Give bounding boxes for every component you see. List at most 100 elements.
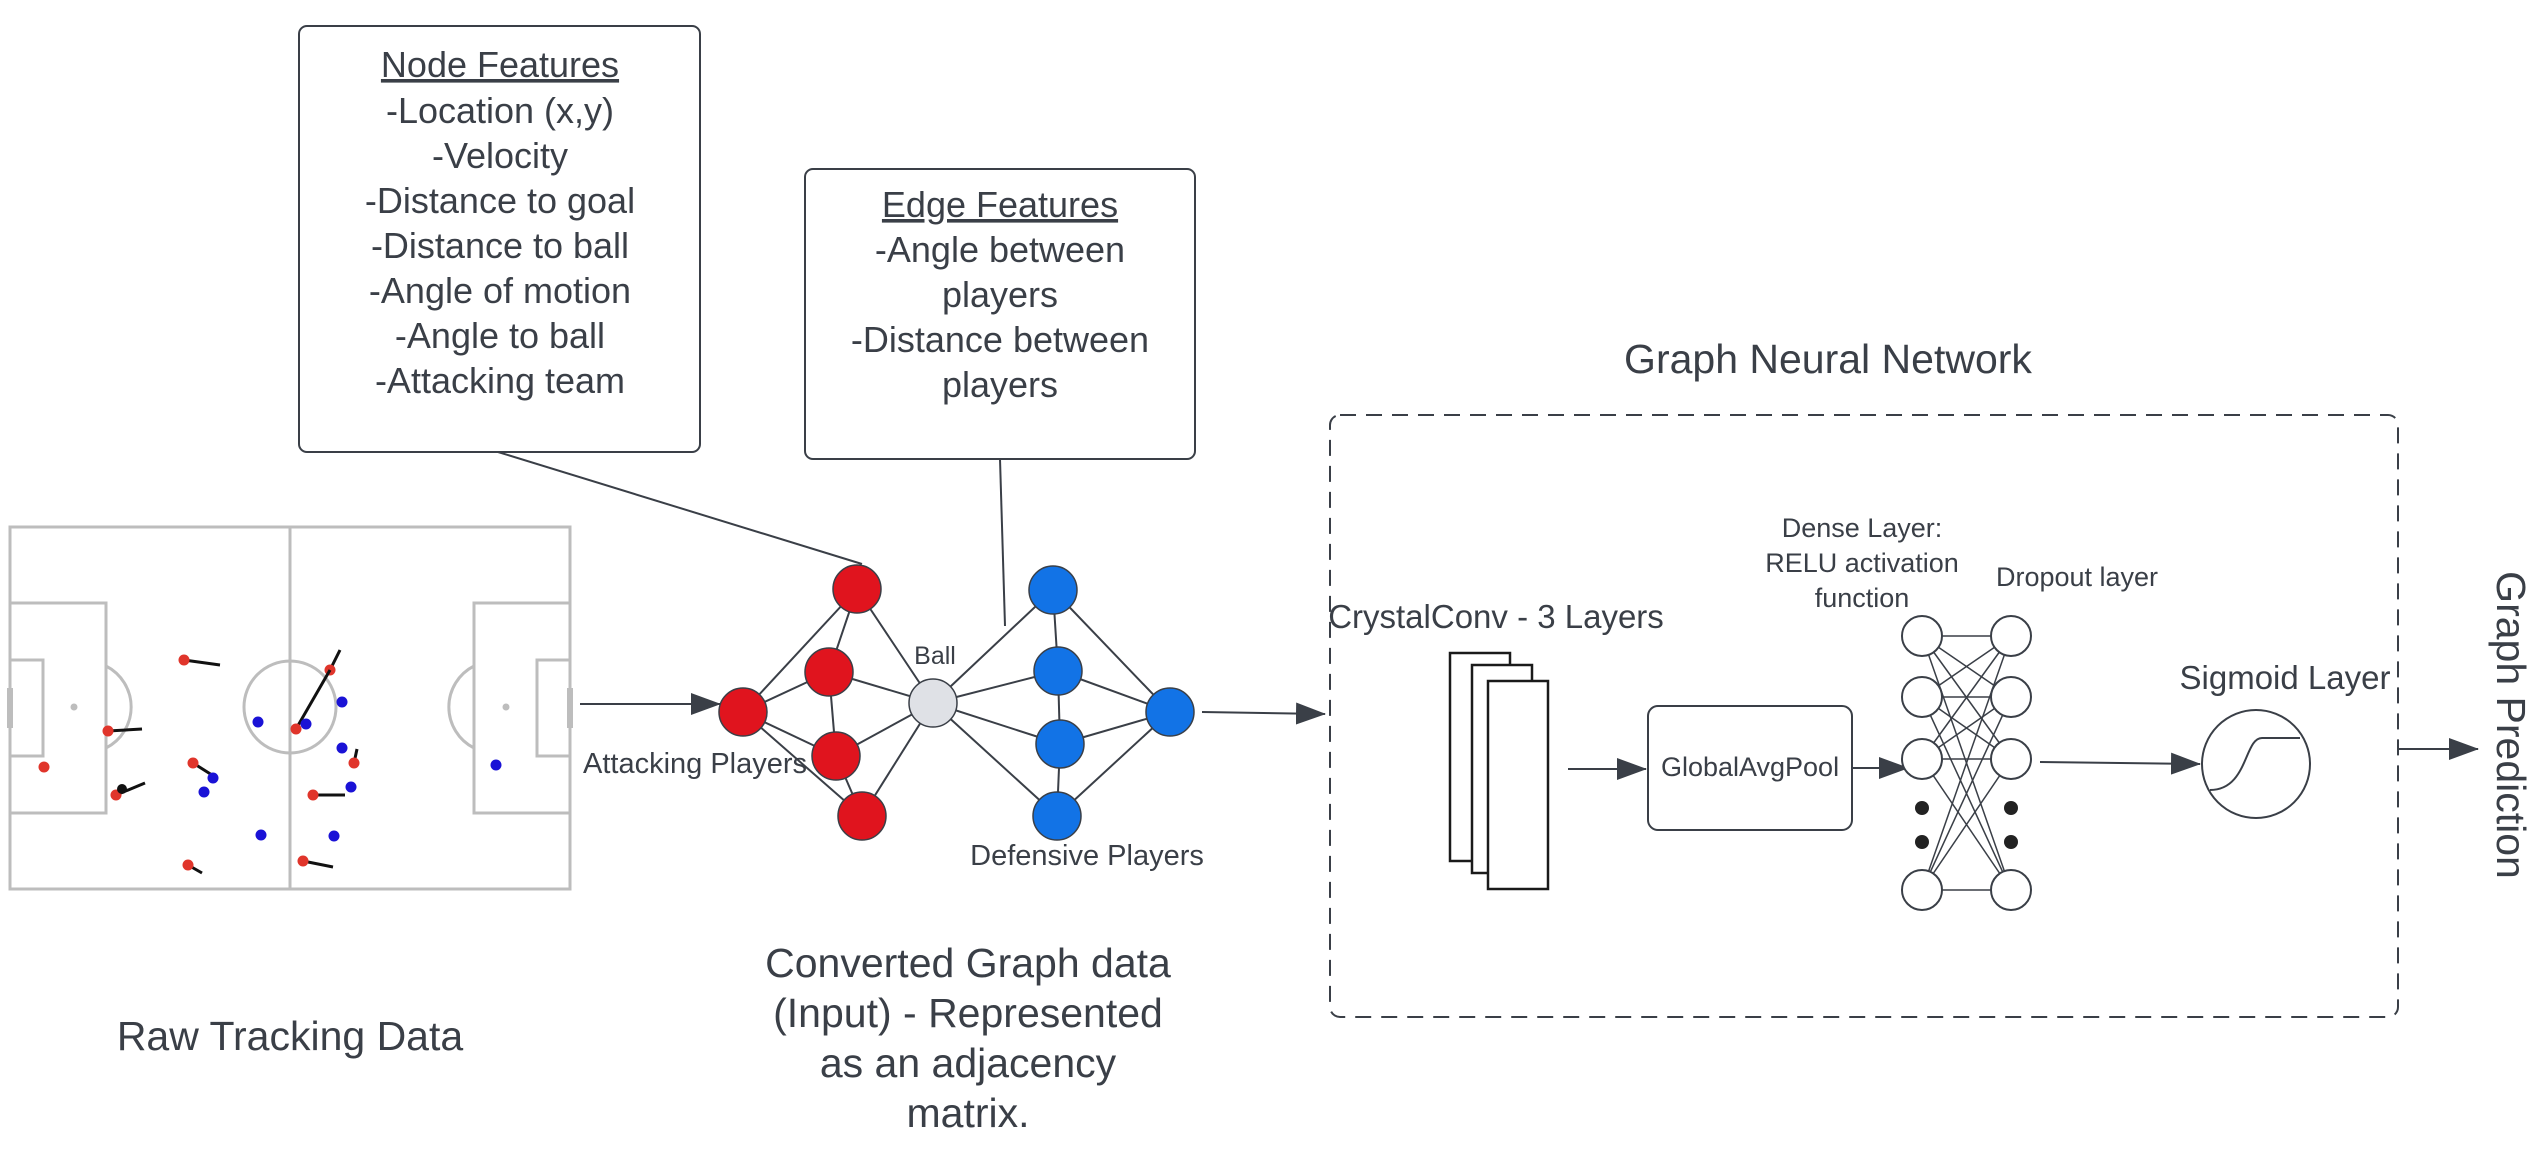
dense-connection: [1921, 635, 2012, 891]
node-feature-item: -Distance to ball: [371, 225, 629, 266]
tracking-velocity-vector: [107, 727, 143, 733]
dense-connection: [1921, 758, 2012, 891]
defensive-player-node: [1028, 565, 1078, 615]
graph-edge: [1052, 589, 1171, 713]
defensive-players-label: Defensive Players: [970, 840, 1204, 872]
tracking-defender-dot: [207, 772, 219, 784]
tracking-attacker-dot: [290, 723, 302, 735]
graph-edge: [932, 702, 1058, 817]
ball-label: Ball: [914, 642, 956, 670]
node-features-title: Node Features: [381, 44, 619, 85]
tracking-defender-dot: [336, 696, 348, 708]
node-feature-item: -Angle to ball: [395, 315, 605, 356]
tracking-velocity-vector: [294, 669, 332, 730]
tracking-defender-dot: [198, 786, 210, 798]
node-feature-item: -Velocity: [432, 135, 568, 176]
attacking-player-node: [718, 687, 768, 737]
dropout-neuron: [1990, 615, 2032, 657]
converted-graph-label: (Input) - Represented: [773, 990, 1163, 1036]
defensive-player-node: [1035, 719, 1085, 769]
graph-edge: [1056, 711, 1171, 817]
ellipsis-dot: [2004, 835, 2018, 849]
tracking-defender-dot: [252, 716, 264, 728]
global-avg-pool-label: GlobalAvgPool: [1661, 752, 1839, 782]
graph-nodes: [718, 564, 1195, 841]
dropout-layer-label: Dropout layer: [1996, 562, 2158, 592]
graph-edge: [742, 588, 858, 713]
node-features-box: Node Features -Location (x,y) -Velocity …: [298, 25, 701, 453]
tracking-attacker-dot: [182, 859, 194, 871]
tracking-defender-dot: [336, 742, 348, 754]
attacking-player-node: [832, 564, 882, 614]
edge-features-title: Edge Features: [882, 184, 1118, 225]
attacking-player-node: [811, 731, 861, 781]
gnn-container: [1329, 414, 2399, 1018]
dense-connection: [1921, 635, 2012, 760]
raw-tracking-label: Raw Tracking Data: [117, 1013, 464, 1059]
edge-features-box: Edge Features -Angle between players -Di…: [804, 168, 1196, 460]
dropout-to-sigmoid-arrow: [2039, 752, 2201, 775]
dense-neuron: [1901, 738, 1943, 780]
attacking-player-node: [804, 647, 854, 697]
tracking-defender-dot: [328, 830, 340, 842]
ellipsis-dot: [2004, 801, 2018, 815]
tracking-ball-dot: [117, 784, 127, 794]
dropout-neuron: [1990, 738, 2032, 780]
node-feature-item: -Angle of motion: [369, 270, 631, 311]
dense-connection: [1921, 696, 2012, 891]
node-feature-item: -Attacking team: [375, 360, 625, 401]
edge-feature-line: players: [942, 274, 1058, 315]
tracking-attacker-dot: [178, 654, 190, 666]
tracking-attacker-dot: [38, 761, 50, 773]
attacking-players-label: Attacking Players: [583, 748, 807, 780]
tracking-attacker-dot: [348, 757, 360, 769]
tracking-defender-dot: [300, 718, 312, 730]
dense-neuron: [1901, 615, 1943, 657]
dense-layer-label: Dense Layer:: [1782, 513, 1943, 543]
node-feature-item: -Location (x,y): [386, 90, 614, 131]
tracking-players: [38, 649, 502, 875]
defensive-player-node: [1145, 687, 1195, 737]
tracking-defender-dot: [490, 759, 502, 771]
graph-edge: [932, 589, 1054, 704]
graph-prediction-label: Graph Prediction: [2488, 571, 2534, 879]
sigmoid-layer-label: Sigmoid Layer: [2180, 659, 2391, 696]
edge-feature-line: -Distance between: [851, 319, 1149, 360]
tracking-defender-dot: [255, 829, 267, 841]
dense-layer-label: function: [1815, 583, 1910, 613]
tracking-attacker-dot: [187, 757, 199, 769]
converted-graph-label: Converted Graph data: [765, 940, 1171, 986]
graph-to-gnn-arrow: [1201, 702, 1326, 725]
tracking-attacker-dot: [297, 855, 309, 867]
converted-graph-label: matrix.: [907, 1090, 1030, 1136]
ball-node: [908, 678, 958, 728]
node-features-connector: [497, 451, 863, 565]
edge-features-connector: [999, 458, 1006, 627]
converted-graph-label: as an adjacency: [820, 1040, 1117, 1086]
gnn-title: Graph Neural Network: [1624, 336, 2032, 382]
dense-neuron: [1901, 676, 1943, 718]
dropout-neuron: [1990, 676, 2032, 718]
dense-layer-label: RELU activation: [1765, 548, 1959, 578]
edge-feature-line: -Angle between: [875, 229, 1125, 270]
ellipsis-dot: [1915, 801, 1929, 815]
tracking-attacker-dot: [102, 725, 114, 737]
defensive-player-node: [1032, 791, 1082, 841]
graph-edge: [742, 711, 863, 817]
attacking-player-node: [837, 791, 887, 841]
sigmoid-curve-icon: [2201, 709, 2311, 819]
dense-nodes: [1901, 615, 2032, 911]
tracking-velocity-vector: [183, 658, 221, 667]
soccer-pitch-icon: [7, 525, 573, 891]
node-feature-item: -Distance to goal: [365, 180, 635, 221]
ellipsis-dot: [1915, 835, 1929, 849]
defensive-player-node: [1033, 646, 1083, 696]
dropout-neuron: [1990, 869, 2032, 911]
tracking-attacker-dot: [307, 789, 319, 801]
tracking-defender-dot: [345, 781, 357, 793]
edge-feature-line: players: [942, 364, 1058, 405]
crystalconv-label: CrystalConv - 3 Layers: [1328, 598, 1664, 635]
dense-neuron: [1901, 869, 1943, 911]
crystalconv-layers: [1448, 651, 1550, 891]
